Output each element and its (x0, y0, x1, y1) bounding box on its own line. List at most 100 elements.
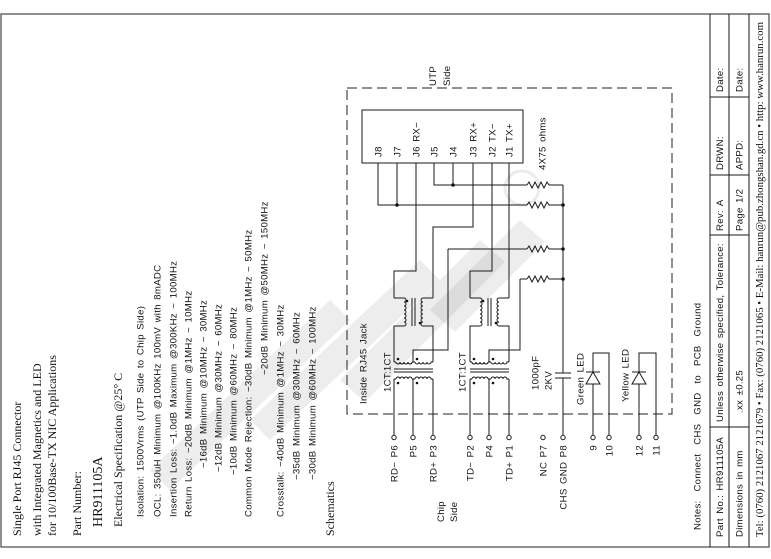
title-drwn: DRWN: (715, 136, 726, 170)
jack-pin-j1: J1 TX+ (505, 123, 516, 157)
title-part-no: Part No.: HR911105A (715, 437, 726, 537)
title-date-2: Date: (735, 68, 746, 92)
rd-primary-coil-right (414, 376, 433, 380)
pin-label-p1: TD+ P1 (505, 445, 516, 481)
pin-terminal (590, 434, 596, 441)
resistor-75-ohm-2 (526, 200, 563, 210)
spec-heading: Electrical Specification @25° C (111, 373, 125, 527)
part-number: HR911105A (91, 456, 106, 527)
utp-side-label-2: Side (442, 66, 453, 86)
rd-secondary-coil-right (414, 361, 433, 365)
title-rev: Rev: A (715, 199, 726, 231)
td-center-tap-wire (488, 279, 521, 362)
capacitor-value: 1000pF (531, 356, 542, 390)
wire-j3-rd-plus (432, 163, 474, 298)
jack-pin-j2: J2 TX− (488, 123, 499, 157)
green-led-label: Green LED (576, 353, 587, 405)
page-border (0, 13, 770, 548)
spec-insertion-loss: Insertion Loss: −1.0dB Maximum @300KHz ~… (169, 261, 180, 517)
pin-label-p6: RD− P6 (390, 445, 401, 482)
pin-label-10: 10 (605, 445, 616, 456)
pin-terminal (540, 434, 546, 441)
rd-choke-coil-right (420, 297, 424, 327)
ct-ratio-td: 1CT:1CT (458, 352, 469, 392)
jack-pin-j4: J4 (449, 146, 460, 157)
pin-terminal (410, 434, 416, 441)
td-primary-coil-right (490, 376, 509, 380)
spec-return-loss-1: Return Loss: −20dB Minimum @1MHz ~ 10MHz (184, 291, 195, 517)
chip-side-label-2: Side (449, 502, 460, 522)
schematic-wires (377, 163, 659, 441)
pin-label-p8: CHS GND P8 (559, 445, 570, 510)
td-choke-coil-right (496, 297, 500, 327)
spec-cmr-2: −20dB Minimum @50MHz ~ 150MHz (260, 201, 271, 375)
jack-pin-j6: J6 RX− (412, 122, 423, 157)
registered-mark-icon (503, 169, 541, 207)
jack-pin-j7: J7 (393, 146, 404, 157)
title-dimensions: Dimensions in mm (735, 450, 746, 537)
spec-crosstalk-2: −35dB Minimum @30MHz ~ 60MHz (292, 312, 303, 480)
title-tolerance: Unless otherwise specified, Tolerance: (715, 243, 726, 422)
ct-ratio-rd: 1CT:1CT (383, 352, 394, 392)
title-line-3: for 10/100Base-TX NIC Applications (45, 355, 59, 536)
pin-terminal (606, 434, 612, 441)
junction-dot (561, 277, 565, 281)
polarity-dot (415, 381, 419, 385)
green-led-wire (592, 352, 610, 435)
polarity-dot (491, 381, 495, 385)
capacitor-1000pf (555, 372, 571, 379)
pin-terminal (430, 434, 436, 441)
rd-choke-wire (393, 325, 404, 362)
pin-terminal (467, 434, 473, 441)
polarity-dot (472, 357, 476, 361)
resistor-75-ohm-3 (526, 244, 563, 254)
td-choke-wire (499, 325, 510, 362)
part-number-label: Part Number: (70, 471, 84, 536)
polarity-dot (415, 357, 419, 361)
yellow-led-diode-icon (631, 371, 647, 385)
junction-dot (451, 183, 455, 187)
green-led-diode-icon (585, 371, 601, 385)
title-date-1: Date: (715, 68, 726, 92)
spec-return-loss-4: −10dB Minimum @60MHz ~ 80MHz (229, 307, 240, 475)
schematic: J8 J7 J6 RX− J5 J4 J3 RX+ J2 TX− J1 TX+ … (346, 66, 673, 522)
td-choke-core (487, 298, 492, 326)
title-appd: APPD: (735, 140, 746, 170)
pin-terminal (506, 434, 512, 441)
pin-terminal (636, 434, 642, 441)
td-secondary-coil-left (471, 361, 489, 365)
pin-terminal (391, 434, 397, 441)
title-page: Page 1/2 (735, 189, 746, 231)
capacitor-voltage: 2KV (544, 371, 555, 390)
pin-label-11: 11 (652, 445, 663, 456)
junction-dot (561, 203, 565, 207)
pin-label-p2: TD− P2 (466, 445, 477, 481)
pin-label-p7: NC P7 (539, 445, 550, 476)
polarity-dot (405, 299, 409, 303)
yellow-led-wire (638, 352, 657, 435)
junction-dot (395, 203, 399, 207)
notes: Notes: Connect CHS GND to PCB Ground (693, 303, 704, 530)
polarity-dot (491, 357, 495, 361)
rd-choke-coil-left (403, 297, 407, 327)
pin-label-12: 12 (635, 445, 646, 456)
polarity-dot (396, 381, 400, 385)
polarity-dot (481, 299, 485, 303)
spec-crosstalk-1: Crosstalk: −40dB Minimum @1MHz ~ 30MHz (276, 304, 287, 517)
watermark (150, 169, 545, 490)
title-line-1: Single Port RJ45 Connector (10, 402, 24, 536)
contact-info: Tel: (0760) 2121067 2121679 • Fax: (0760… (755, 22, 766, 537)
polarity-dot (418, 321, 422, 325)
title-block: Part No.: HR911105A Unless otherwise spe… (709, 14, 766, 547)
chip-side-label-1: Chip (436, 501, 447, 522)
rd-pin-wires (393, 379, 434, 435)
jack-pin-j5: J5 (430, 146, 441, 157)
td-pin-wires (469, 379, 510, 435)
resistor-75-ohm-4 (526, 274, 563, 284)
title-tolerance-value: .xx ±0.25 (735, 370, 746, 413)
junction-dot (561, 247, 565, 251)
pin-label-p3: RD+ P3 (429, 445, 440, 482)
wire-j6-rd-minus (393, 163, 417, 298)
